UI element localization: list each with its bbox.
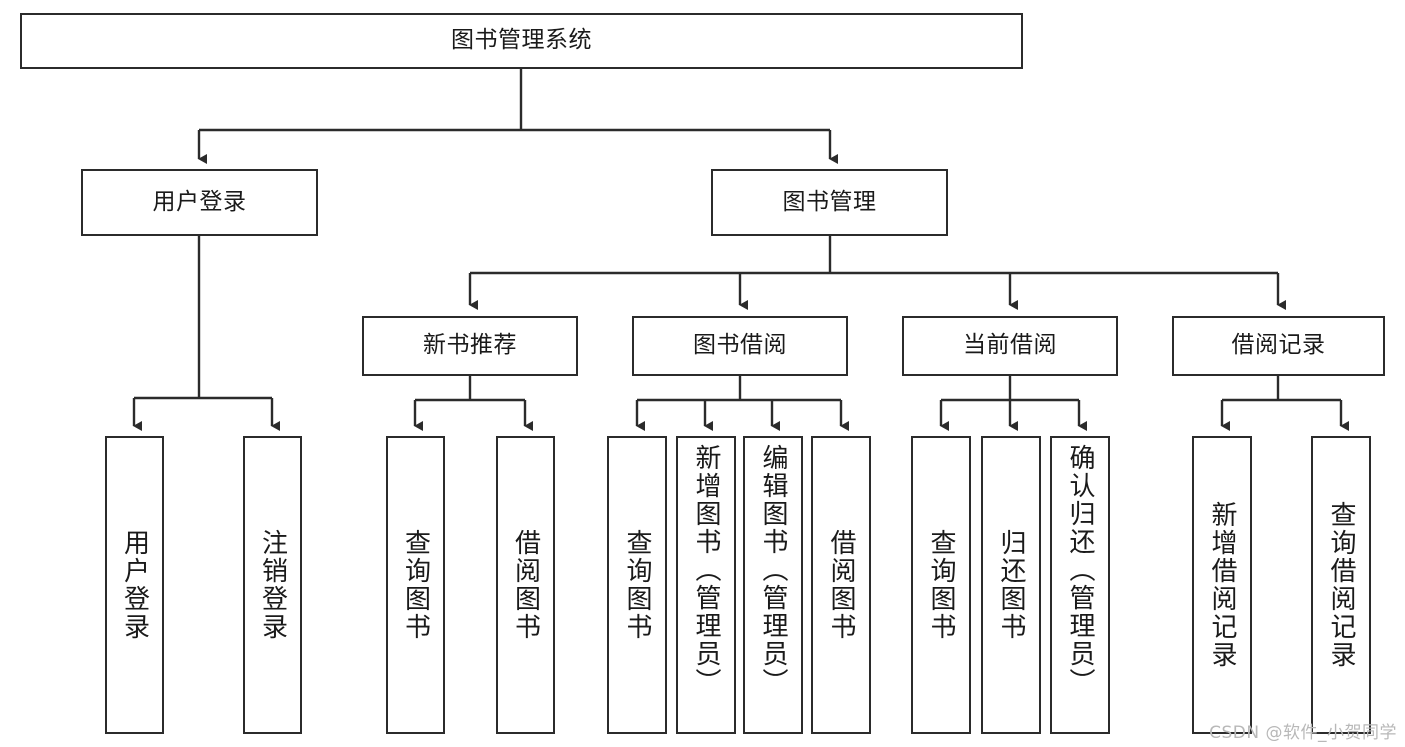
leaf-borrow-record-add-record[interactable]: 新增借阅记录 bbox=[1192, 436, 1252, 734]
leaf-label: 用户登录 bbox=[119, 529, 150, 641]
node-borrow-record-label: 借阅记录 bbox=[1231, 332, 1326, 359]
leaf-label: 编辑图书（管理员） bbox=[758, 444, 789, 696]
csdn-watermark: CSDN @软件_小贺同学 bbox=[1209, 723, 1397, 743]
leaf-label: 借阅图书 bbox=[826, 529, 857, 641]
leaf-current-borrow-return-book[interactable]: 归还图书 bbox=[981, 436, 1041, 734]
leaf-label: 查询图书 bbox=[622, 529, 653, 641]
leaf-user-login-login[interactable]: 用户登录 bbox=[105, 436, 164, 734]
node-new-book-recommend[interactable]: 新书推荐 bbox=[362, 316, 578, 376]
leaf-borrow-record-query-record[interactable]: 查询借阅记录 bbox=[1311, 436, 1371, 734]
node-root-label: 图书管理系统 bbox=[451, 27, 592, 54]
node-current-borrow[interactable]: 当前借阅 bbox=[902, 316, 1118, 376]
node-book-management[interactable]: 图书管理 bbox=[711, 169, 948, 236]
leaf-label: 确认归还（管理员） bbox=[1065, 444, 1096, 696]
node-book-borrow[interactable]: 图书借阅 bbox=[632, 316, 848, 376]
leaf-label: 查询图书 bbox=[400, 529, 431, 641]
leaf-label: 借阅图书 bbox=[510, 529, 541, 641]
leaf-label: 查询借阅记录 bbox=[1326, 501, 1357, 669]
node-root-book-management-system[interactable]: 图书管理系统 bbox=[20, 13, 1023, 69]
leaf-book-borrow-add-book-admin[interactable]: 新增图书（管理员） bbox=[676, 436, 736, 734]
leaf-label: 注销登录 bbox=[257, 529, 288, 641]
leaf-book-borrow-borrow-book[interactable]: 借阅图书 bbox=[811, 436, 871, 734]
node-book-borrow-label: 图书借阅 bbox=[693, 332, 787, 359]
leaf-book-borrow-edit-book-admin[interactable]: 编辑图书（管理员） bbox=[743, 436, 803, 734]
leaf-new-book-query-book[interactable]: 查询图书 bbox=[386, 436, 445, 734]
leaf-user-login-logout[interactable]: 注销登录 bbox=[243, 436, 302, 734]
leaf-label: 新增图书（管理员） bbox=[691, 444, 722, 696]
node-user-login-label: 用户登录 bbox=[152, 188, 247, 215]
node-book-management-label: 图书管理 bbox=[782, 188, 877, 215]
leaf-current-borrow-confirm-return-admin[interactable]: 确认归还（管理员） bbox=[1050, 436, 1110, 734]
node-current-borrow-label: 当前借阅 bbox=[963, 332, 1057, 359]
leaf-label: 归还图书 bbox=[996, 529, 1027, 641]
leaf-label: 新增借阅记录 bbox=[1207, 501, 1238, 669]
node-new-book-recommend-label: 新书推荐 bbox=[423, 332, 517, 359]
node-borrow-record[interactable]: 借阅记录 bbox=[1172, 316, 1385, 376]
leaf-book-borrow-query-book[interactable]: 查询图书 bbox=[607, 436, 667, 734]
node-user-login[interactable]: 用户登录 bbox=[81, 169, 318, 236]
leaf-current-borrow-query-book[interactable]: 查询图书 bbox=[911, 436, 971, 734]
leaf-label: 查询图书 bbox=[926, 529, 957, 641]
leaf-new-book-borrow-book[interactable]: 借阅图书 bbox=[496, 436, 555, 734]
